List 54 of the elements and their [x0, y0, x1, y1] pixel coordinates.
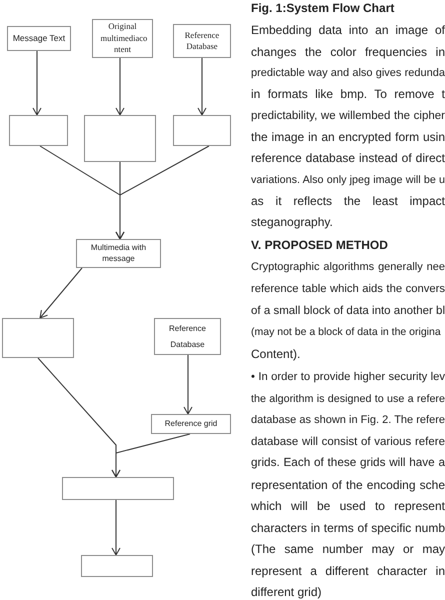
body-text-line: database will consist of various refere — [251, 435, 445, 449]
body-text-line: (may not be a block of data in the origina — [251, 325, 442, 339]
body-text-line: Cryptographic algorithms generally nee — [251, 260, 445, 274]
process-box — [154, 318, 221, 355]
process-box — [151, 414, 231, 434]
body-text-line: represent a different character in — [251, 564, 445, 578]
arrow — [116, 146, 210, 240]
empty-box — [2, 318, 74, 358]
body-text-line: the algorithm is designed to use a refere — [251, 392, 445, 406]
body-text-line: the image in an encrypted form usin — [251, 130, 445, 144]
arrow — [198, 58, 206, 116]
body-text-line: changes the color frequencies in — [251, 45, 445, 59]
body-text-line: characters in terms of specific numb — [251, 521, 445, 535]
empty-box — [81, 555, 153, 577]
node-text: Multimedia with message — [90, 242, 148, 264]
process-box — [76, 239, 161, 268]
body-text-line: grids. Each of these grids will have a — [251, 456, 445, 470]
process-box — [173, 24, 231, 58]
body-text-line: steganography. — [251, 215, 334, 229]
body-text-line: (The same number may or may — [251, 542, 445, 556]
node-text: Reference grid — [164, 418, 218, 430]
body-text-line: database as shown in Fig. 2. The refere — [251, 413, 445, 427]
body-text-line: representation of the encoding sche — [251, 478, 445, 492]
body-text-line: in formats like bmp. To remove t — [251, 87, 445, 101]
node-text: Message Text — [12, 32, 66, 44]
body-text-line: variations. Also only jpeg image will be u — [251, 173, 445, 187]
body-text-line: predictability, we willembed the cipher — [251, 109, 445, 123]
body-text-line: different grid) — [251, 585, 322, 599]
body-text-line: which will be used to represent — [251, 499, 445, 513]
arrow — [116, 58, 124, 116]
body-text-line: as it reflects the least impact — [251, 194, 445, 208]
node-text: Original multimediaco ntent — [100, 21, 144, 56]
section-heading: V. PROPOSED METHOD — [251, 238, 389, 252]
body-text-line: of a small block of data into another bl — [251, 304, 445, 318]
process-box — [7, 26, 71, 51]
figure-caption: Fig. 1:System Flow Chart — [251, 1, 396, 15]
body-text-line: Content). — [251, 347, 302, 361]
arrow — [184, 354, 192, 414]
node-text: Reference Database — [184, 30, 220, 52]
body-text-line: • In order to provide higher security lev — [251, 370, 445, 384]
arrow — [32, 50, 42, 116]
empty-box — [173, 115, 231, 146]
empty-box — [62, 477, 174, 500]
empty-box — [84, 115, 156, 162]
body-text-line: reference table which aids the convers — [251, 282, 445, 296]
body-text-line: predictable way and also gives redunda — [251, 66, 445, 80]
body-text-line: reference database instead of direct — [251, 151, 445, 165]
arrow — [112, 500, 120, 556]
arrow — [40, 268, 82, 318]
arrow — [112, 434, 190, 478]
body-text-line: Embedding data into an image of — [251, 23, 445, 37]
node-text: Reference Database — [168, 322, 207, 350]
empty-box — [9, 115, 68, 146]
process-box — [92, 19, 153, 58]
